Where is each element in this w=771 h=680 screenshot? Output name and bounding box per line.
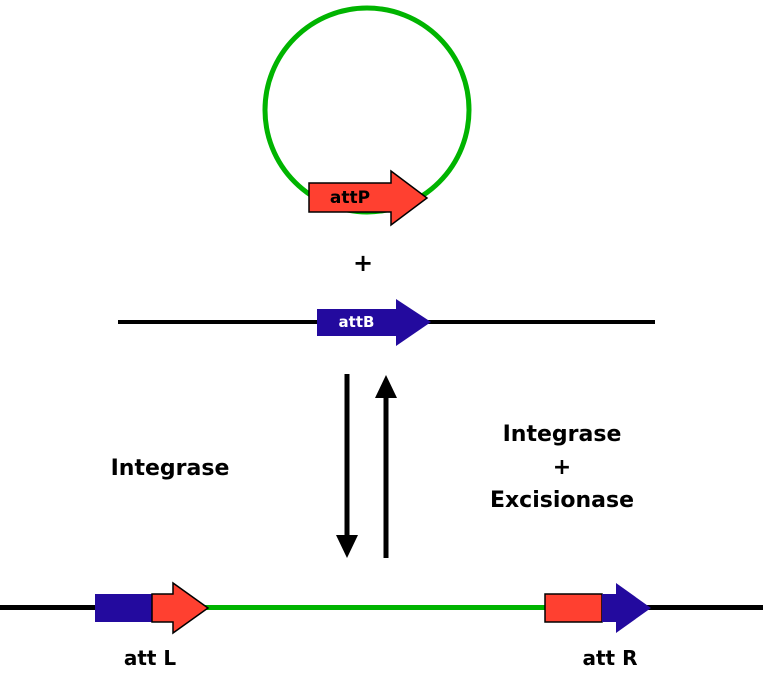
attL-blue-box (95, 594, 152, 622)
attR-blue-arrow (602, 583, 651, 633)
attL-label: att L (123, 646, 177, 670)
attP-arrow (308, 169, 429, 227)
forward-reaction-arrow (336, 374, 358, 558)
integrase-excisionase-label: Integrase + Excisionase (478, 418, 646, 517)
plasmid-circle (262, 5, 472, 215)
plus-sign: + (352, 249, 374, 277)
attP-label: attP (329, 188, 371, 208)
reverse-arrowhead-icon (375, 375, 397, 398)
integrase-label: Integrase (110, 456, 230, 481)
attB-label: attB (338, 313, 375, 331)
integrated-plasmid-segment (203, 605, 546, 610)
attR-label: att R (582, 646, 638, 670)
attB-arrow (317, 299, 431, 346)
integrase-excisionase-line2: + (552, 455, 572, 480)
integrase-excisionase-line3: Excisionase (489, 488, 635, 513)
integrase-excisionase-line1: Integrase (502, 422, 622, 447)
reverse-reaction-arrow (375, 375, 397, 558)
forward-arrowhead-icon (336, 535, 358, 558)
attR-red-box (544, 593, 603, 623)
attL-red-arrow (151, 581, 210, 635)
